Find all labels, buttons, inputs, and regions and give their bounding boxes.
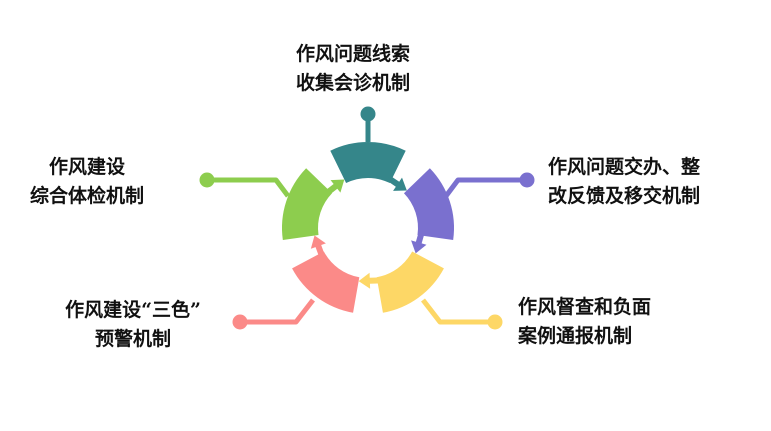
cycle-segment: [292, 251, 360, 313]
cycle-arrow-icon: [358, 272, 382, 289]
connector-line: [444, 177, 527, 198]
label-line: 作风建设: [49, 156, 126, 178]
connector-dot: [519, 172, 535, 188]
cycle-arrow-icon: [386, 175, 407, 191]
cycle-arrow-icon: [411, 230, 427, 254]
label-line: 收集会诊机制: [296, 72, 411, 94]
label-top: 作风问题线索 收集会诊机制: [296, 40, 410, 98]
label-line: 案例通报机制: [518, 325, 633, 347]
cycle-segment: [403, 168, 454, 240]
cycle-segment: [376, 251, 444, 313]
cycle-arrow-icon: [310, 235, 326, 258]
label-left-bottom: 作风建设“三色” 预警机制: [38, 296, 228, 354]
label-line: 作风督查和负面: [518, 296, 652, 318]
connector-dot: [199, 172, 215, 188]
label-right-bottom: 作风督查和负面 案例通报机制: [518, 293, 651, 351]
connector-dot: [232, 314, 248, 330]
connector-line: [421, 298, 495, 325]
label-line: 作风问题交办、整: [548, 156, 701, 178]
connector-line: [240, 298, 315, 325]
connector-line: [207, 177, 290, 198]
label-line: 作风问题线索: [296, 43, 411, 65]
connector-dot: [360, 106, 376, 122]
label-line: 预警机制: [94, 328, 171, 350]
label-line: 改反馈及移交机制: [548, 185, 701, 207]
label-right-top: 作风问题交办、整 改反馈及移交机制: [548, 153, 700, 211]
cycle-segment: [282, 168, 333, 240]
cycle-arrow-icon: [324, 179, 345, 196]
label-line: 综合体检机制: [30, 185, 145, 207]
connector-dot: [487, 314, 503, 330]
cycle-segment: [330, 141, 406, 184]
label-left-top: 作风建设 综合体检机制: [30, 153, 144, 211]
label-line: 作风建设“三色”: [65, 299, 201, 321]
